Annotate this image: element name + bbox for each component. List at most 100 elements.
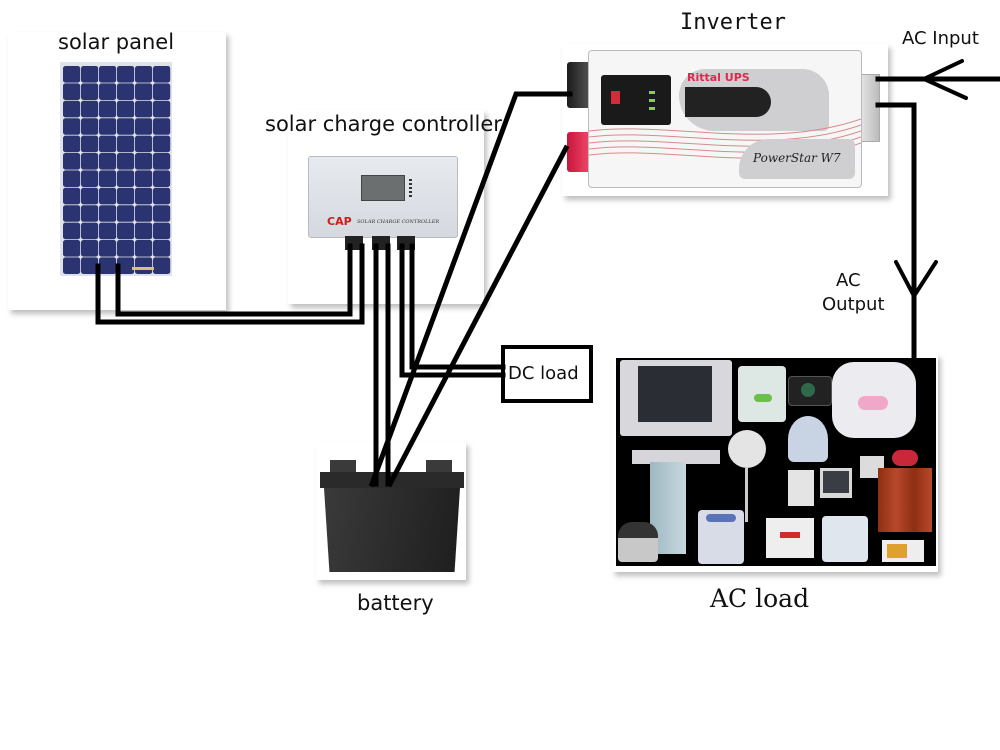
wire-controller-to-dc-load-1 [399, 243, 506, 378]
solar-cell [99, 170, 117, 187]
solar-cell [135, 135, 153, 153]
ac-output-label-line2: Output [822, 294, 885, 315]
solar-cell [153, 153, 171, 170]
wire-panel-to-controller-1 [95, 243, 365, 325]
solar-cell [63, 66, 81, 83]
solar-cell [99, 257, 117, 274]
solar-cell [81, 66, 99, 83]
inverter-brand-panel: Rittal UPS [679, 69, 829, 131]
solar-cell [135, 66, 153, 83]
status-leds [409, 179, 412, 197]
solar-cell [135, 205, 153, 222]
battery-body [324, 488, 460, 572]
solar-panel-label: solar panel [58, 30, 175, 54]
charge-controller-device: CAP SOLAR CHARGE CONTROLLER [308, 156, 458, 238]
ac-output-arrow-icon [894, 260, 938, 300]
solar-cell [117, 170, 135, 187]
solar-cell [63, 83, 81, 100]
solar-cell [117, 118, 135, 135]
monitor-icon [820, 468, 852, 498]
wire-ac-output [875, 102, 917, 365]
stand-fan-icon [728, 430, 766, 468]
solar-cell [63, 170, 81, 187]
solar-cell [99, 153, 117, 170]
battery-terminal-left [330, 460, 356, 474]
wardrobe-icon [878, 468, 932, 532]
solar-cell [99, 83, 117, 100]
solar-cell [153, 100, 171, 118]
solar-cell [117, 100, 135, 118]
solar-cell [153, 118, 171, 135]
stand-fan-pole [745, 468, 748, 522]
ac-input-label: AC Input [902, 28, 979, 49]
solar-cell [63, 100, 81, 118]
battery-label: battery [357, 591, 434, 615]
solar-cell [153, 240, 171, 257]
indicator-leds [649, 91, 655, 113]
solar-cell [117, 187, 135, 205]
solar-cell [81, 135, 99, 153]
solar-cell [99, 100, 117, 118]
ac-input-arrow-icon [919, 59, 968, 100]
solar-cell [117, 257, 135, 274]
twin-tub-washer-icon [822, 516, 868, 562]
inverter-model: PowerStar W7 [753, 151, 841, 165]
solar-cell [81, 187, 99, 205]
slow-cooker-icon [618, 522, 658, 562]
top-load-washer-icon [698, 510, 744, 564]
solar-cell [153, 257, 171, 274]
solar-cell [153, 135, 171, 153]
solar-cell [63, 187, 81, 205]
lcd-display [361, 175, 405, 201]
inverter-label: Inverter [680, 10, 786, 35]
ac-output-label-line1: AC [836, 270, 861, 291]
solar-cell [63, 135, 81, 153]
ac-load-image [616, 358, 936, 566]
solar-cell [153, 222, 171, 240]
solar-cell [81, 222, 99, 240]
desktop-computer-icon [788, 470, 814, 506]
solar-cell [81, 83, 99, 100]
product-name: SOLAR CHARGE CONTROLLER [357, 219, 440, 225]
inverter-brand: Rittal UPS [687, 71, 750, 84]
solar-cell [135, 100, 153, 118]
wire-battery-to-inverter-negative [368, 91, 573, 488]
brand-logo: CAP [327, 215, 352, 228]
solar-cell [135, 170, 153, 187]
solar-cell [117, 135, 135, 153]
solar-cell [117, 83, 135, 100]
solar-cell [153, 187, 171, 205]
wire-controller-to-dc-load-2 [409, 243, 506, 370]
solar-cell [81, 153, 99, 170]
solar-cell [81, 170, 99, 187]
solar-cell [63, 257, 81, 274]
telephone-icon [892, 450, 918, 466]
wire-panel-to-controller-2 [115, 243, 353, 317]
solar-cell [117, 222, 135, 240]
solar-panel-image [60, 62, 172, 276]
solar-cell [81, 257, 99, 274]
inverter-model-panel: PowerStar W7 [739, 139, 855, 179]
solar-cell [135, 83, 153, 100]
tv-icon [620, 360, 732, 436]
solar-cell [81, 240, 99, 257]
power-switch [611, 91, 620, 104]
chest-freezer-icon [766, 518, 814, 558]
solar-cell [153, 205, 171, 222]
solar-cell [81, 118, 99, 135]
solar-cell [153, 170, 171, 187]
solar-cell [63, 240, 81, 257]
inverter-dc-terminal-negative [567, 62, 591, 108]
microwave-icon [882, 540, 924, 562]
solar-cell [99, 187, 117, 205]
solar-cell [117, 153, 135, 170]
inverter-body: Rittal UPS PowerStar W7 [588, 50, 862, 188]
solar-cell [81, 205, 99, 222]
solar-cell [135, 222, 153, 240]
solar-cell [63, 205, 81, 222]
desk-fan-icon [788, 416, 828, 462]
dc-load-label: DC load [508, 363, 579, 384]
solar-cell [117, 240, 135, 257]
wire-battery-to-inverter-positive [386, 144, 570, 488]
